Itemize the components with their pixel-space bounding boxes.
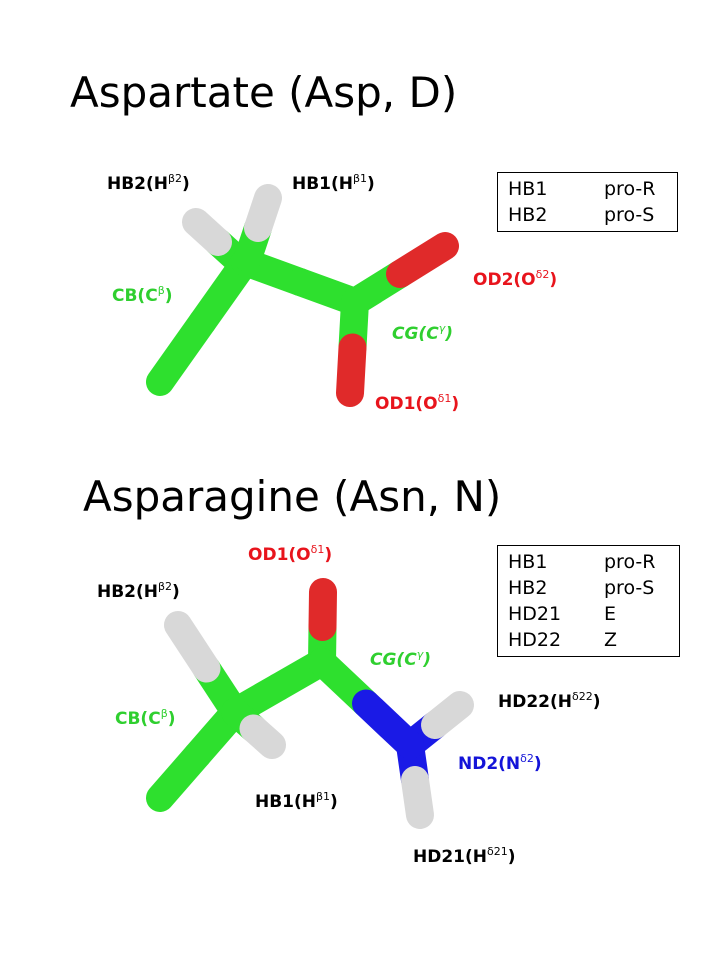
asn-label-cb: CB(Cβ) [115, 707, 176, 729]
table-row: HB1 pro-R [508, 549, 669, 575]
atom-name: HB2 [508, 577, 548, 599]
asp-label-cg: CG(Cγ) [392, 322, 453, 344]
atom-name: HD22 [508, 629, 562, 651]
bond-cb-ca [146, 308, 217, 396]
table-row: HB1 pro-R [508, 176, 667, 202]
table-row: HB2 pro-S [508, 202, 667, 228]
bond-cg-od2 [386, 232, 459, 288]
table-row: HD21 E [508, 601, 669, 627]
bond-cb-hb1 [244, 184, 282, 242]
bond-cg-od1 [336, 333, 367, 407]
atom-name: HB2 [508, 204, 548, 226]
bond-nd2-hd21 [401, 766, 434, 829]
asn-prochirality-table: HB1 pro-R HB2 pro-S HD21 E HD22 Z [497, 545, 680, 657]
aspartate-title: Aspartate (Asp, D) [70, 68, 458, 117]
atom-name: HB1 [508, 178, 548, 200]
configuration: E [604, 603, 617, 625]
asp-label-od1: OD1(Oδ1) [375, 392, 460, 414]
atom-name: HB1 [508, 551, 548, 573]
bond-cg-nd2 [352, 689, 424, 759]
asn-label-nd2: ND2(Nδ2) [458, 752, 542, 774]
configuration: Z [604, 629, 618, 651]
bond-cb-ca [146, 741, 212, 812]
asn-label-hb2: HB2(Hβ2) [97, 580, 180, 602]
atom-name: HD21 [508, 603, 562, 625]
bond-cb-hb2 [164, 611, 221, 683]
configuration: pro-S [604, 577, 655, 599]
asn-label-hd22: HD22(Hδ22) [498, 690, 601, 712]
configuration: pro-R [604, 551, 656, 573]
bond-cg-od1 [308, 578, 337, 641]
bond-nd2-hd22 [421, 691, 474, 739]
bond-cb-hb1 [239, 714, 286, 759]
aspartate-molecule [146, 184, 459, 407]
configuration: pro-S [604, 204, 655, 226]
asp-label-od2: OD2(Oδ2) [473, 268, 558, 290]
table-row: HD22 Z [508, 627, 669, 653]
asparagine-molecule [146, 578, 474, 829]
table-row: HB2 pro-S [508, 575, 669, 601]
asp-prochirality-table: HB1 pro-R HB2 pro-S [497, 172, 678, 232]
configuration: pro-R [604, 178, 656, 200]
asp-label-hb2: HB2(Hβ2) [107, 172, 190, 194]
bond-cb-hb2 [182, 208, 232, 256]
asn-label-od1: OD1(Oδ1) [248, 543, 333, 565]
asparagine-title: Asparagine (Asn, N) [83, 472, 502, 521]
asn-label-hd21: HD21(Hδ21) [413, 845, 516, 867]
asp-label-cb: CB(Cβ) [112, 284, 173, 306]
asn-label-hb1: HB1(Hβ1) [255, 790, 338, 812]
asp-label-hb1: HB1(Hβ1) [292, 172, 375, 194]
asn-label-cg: CG(Cγ) [370, 648, 431, 670]
